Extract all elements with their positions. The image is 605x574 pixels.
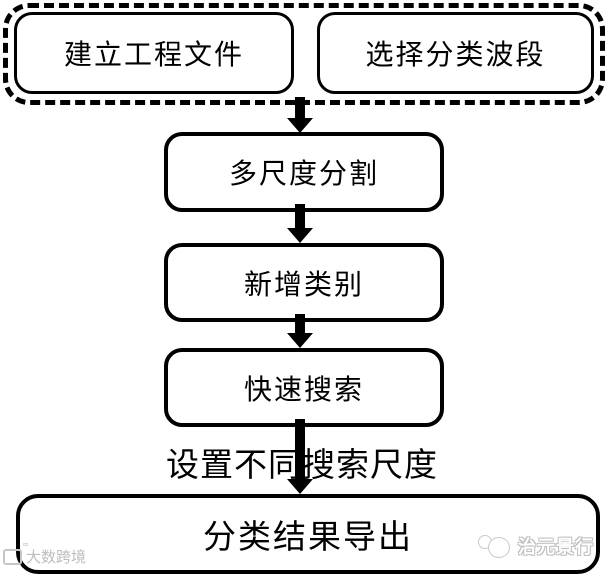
arrow-down-icon — [287, 314, 313, 348]
arrow-shaft — [295, 419, 305, 479]
arrow-head — [287, 228, 313, 243]
watermark-bottom-right: 治元景行 — [478, 533, 594, 559]
flow-box-add-new-class: 新增类别 — [164, 243, 444, 322]
flow-box-create-project-file: 建立工程文件 — [14, 12, 294, 94]
watermark-logo-icon — [3, 542, 27, 565]
arrow-down-icon — [287, 97, 313, 133]
flow-box-quick-search: 快速搜索 — [164, 348, 444, 427]
watermark-bottom-left-text: 大数跨境 — [26, 549, 87, 566]
flow-box-multiscale-segmentation: 多尺度分割 — [164, 132, 444, 212]
watermark-bottom-right-text: 治元景行 — [518, 537, 594, 557]
flow-box-select-classification-bands: 选择分类波段 — [317, 12, 594, 94]
arrow-shaft — [295, 204, 305, 228]
arrow-down-icon — [287, 204, 313, 243]
arrow-shaft — [295, 314, 305, 333]
arrow-shaft — [295, 97, 305, 118]
flow-box-export-classification-result: 分类结果导出 — [16, 494, 600, 574]
mascot-icon — [478, 533, 512, 559]
arrow-down-icon — [287, 419, 313, 494]
arrow-head — [287, 479, 313, 494]
arrow-head — [287, 118, 313, 133]
watermark-bottom-left: 大数跨境 — [3, 542, 87, 567]
arrow-head — [287, 333, 313, 348]
